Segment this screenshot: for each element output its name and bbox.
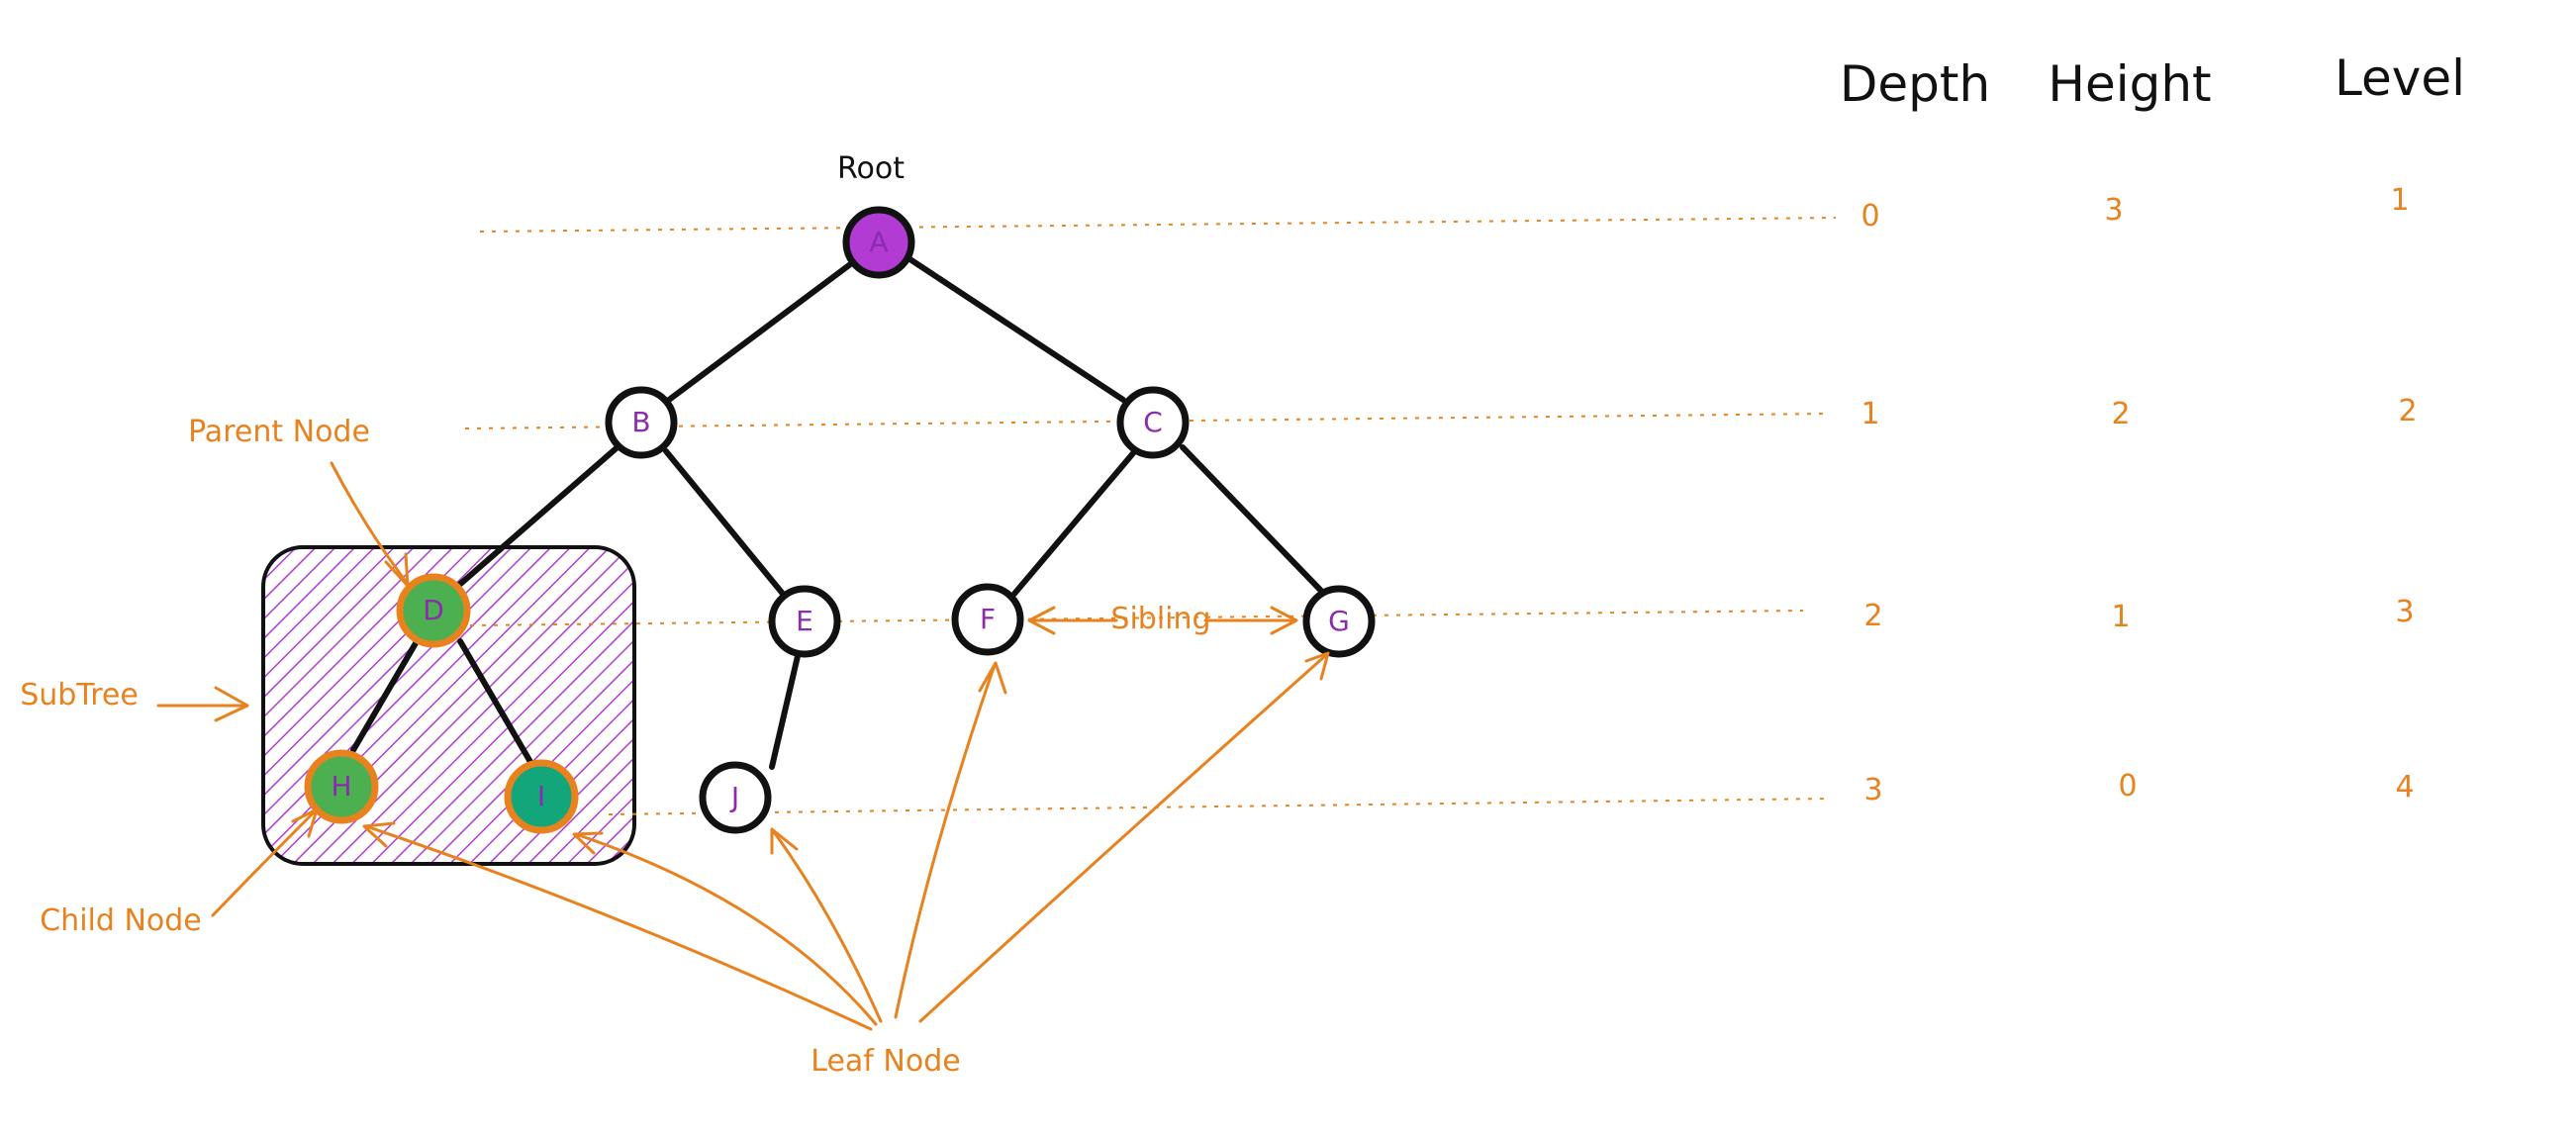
node-f: F — [951, 583, 1024, 656]
node-e: E — [768, 585, 841, 658]
parent-node-label: Parent Node — [188, 415, 370, 449]
level-line-1 — [464, 413, 1830, 429]
node-h: H — [304, 749, 379, 824]
edge-c-g — [1180, 444, 1325, 595]
depth-value: 1 — [1860, 397, 1879, 431]
height-value: 2 — [2111, 397, 2130, 431]
height-value: 0 — [2118, 769, 2137, 804]
node-i-circle — [504, 759, 579, 834]
node-j-label: J — [729, 781, 739, 813]
node-c: C — [1116, 386, 1190, 459]
depth-value: 3 — [1863, 773, 1882, 807]
sibling-arrow-right — [1203, 606, 1298, 635]
leaf-arrow-f — [894, 661, 1007, 1019]
root-label: Root — [837, 151, 905, 186]
node-b-label: B — [631, 406, 650, 438]
level-line-3 — [608, 798, 1830, 815]
node-b-circle — [605, 386, 678, 459]
node-e-circle — [768, 585, 841, 658]
level-value: 3 — [2395, 595, 2414, 629]
subtree-arrow — [156, 686, 249, 722]
node-g: G — [1302, 585, 1376, 658]
edge-b-d — [455, 443, 621, 589]
node-d: D — [396, 573, 471, 648]
depth-value: 0 — [1860, 199, 1879, 234]
node-g-label: G — [1328, 605, 1350, 637]
parent-node-arrow — [330, 461, 410, 588]
node-a: A — [842, 206, 915, 279]
height-header: Height — [2048, 55, 2211, 113]
tree-edges — [350, 253, 1325, 770]
child-node-arrow — [211, 807, 319, 917]
depth-header: Depth — [1840, 55, 1990, 113]
node-j: J — [699, 761, 772, 834]
node-c-label: C — [1143, 406, 1163, 438]
edge-e-j — [769, 653, 801, 770]
node-d-circle — [396, 573, 471, 648]
edge-b-e — [663, 448, 786, 597]
edge-d-i — [457, 638, 533, 765]
level-guides — [464, 217, 1837, 815]
depth-value: 2 — [1863, 599, 1882, 633]
height-value: 1 — [2111, 600, 2130, 634]
level-value: 4 — [2395, 770, 2414, 805]
node-c-circle — [1116, 386, 1190, 459]
node-h-circle — [304, 749, 379, 824]
level-line-0 — [479, 217, 1837, 233]
leaf-arrow-h — [362, 821, 873, 1031]
leaf-node-label: Leaf Node — [811, 1044, 960, 1079]
edge-c-f — [1011, 450, 1136, 597]
node-d-label: D — [423, 594, 444, 626]
edge-a-b — [666, 256, 860, 403]
level-line-2 — [469, 610, 1804, 626]
node-a-label: A — [869, 226, 888, 258]
height-value: 3 — [2104, 193, 2123, 228]
node-f-circle — [951, 583, 1024, 656]
node-h-label: H — [331, 770, 351, 803]
node-i: I — [504, 759, 579, 834]
subtree-label: SubTree — [20, 678, 139, 712]
node-j-circle — [699, 761, 772, 834]
node-i-label: I — [537, 780, 545, 812]
node-b: B — [605, 386, 678, 459]
level-value: 2 — [2398, 394, 2417, 428]
leaf-arrow-i — [572, 831, 878, 1026]
node-f-label: F — [980, 603, 996, 635]
node-a-circle — [842, 206, 915, 279]
sibling-label: Sibling — [1110, 602, 1210, 636]
depth-height-level-table: 0 3 1 1 2 2 2 1 3 3 0 4 — [1860, 183, 2417, 807]
node-g-circle — [1302, 585, 1376, 658]
annotation-arrows — [156, 461, 1330, 1031]
leaf-arrow-g — [918, 651, 1330, 1023]
leaf-arrow-j — [770, 827, 883, 1023]
level-header: Level — [2335, 49, 2465, 107]
sibling-arrow-left — [1027, 606, 1118, 635]
edge-a-c — [903, 253, 1126, 403]
edge-d-h — [350, 640, 419, 753]
level-value: 1 — [2390, 183, 2409, 218]
child-node-label: Child Node — [40, 903, 202, 938]
node-e-label: E — [796, 605, 813, 637]
